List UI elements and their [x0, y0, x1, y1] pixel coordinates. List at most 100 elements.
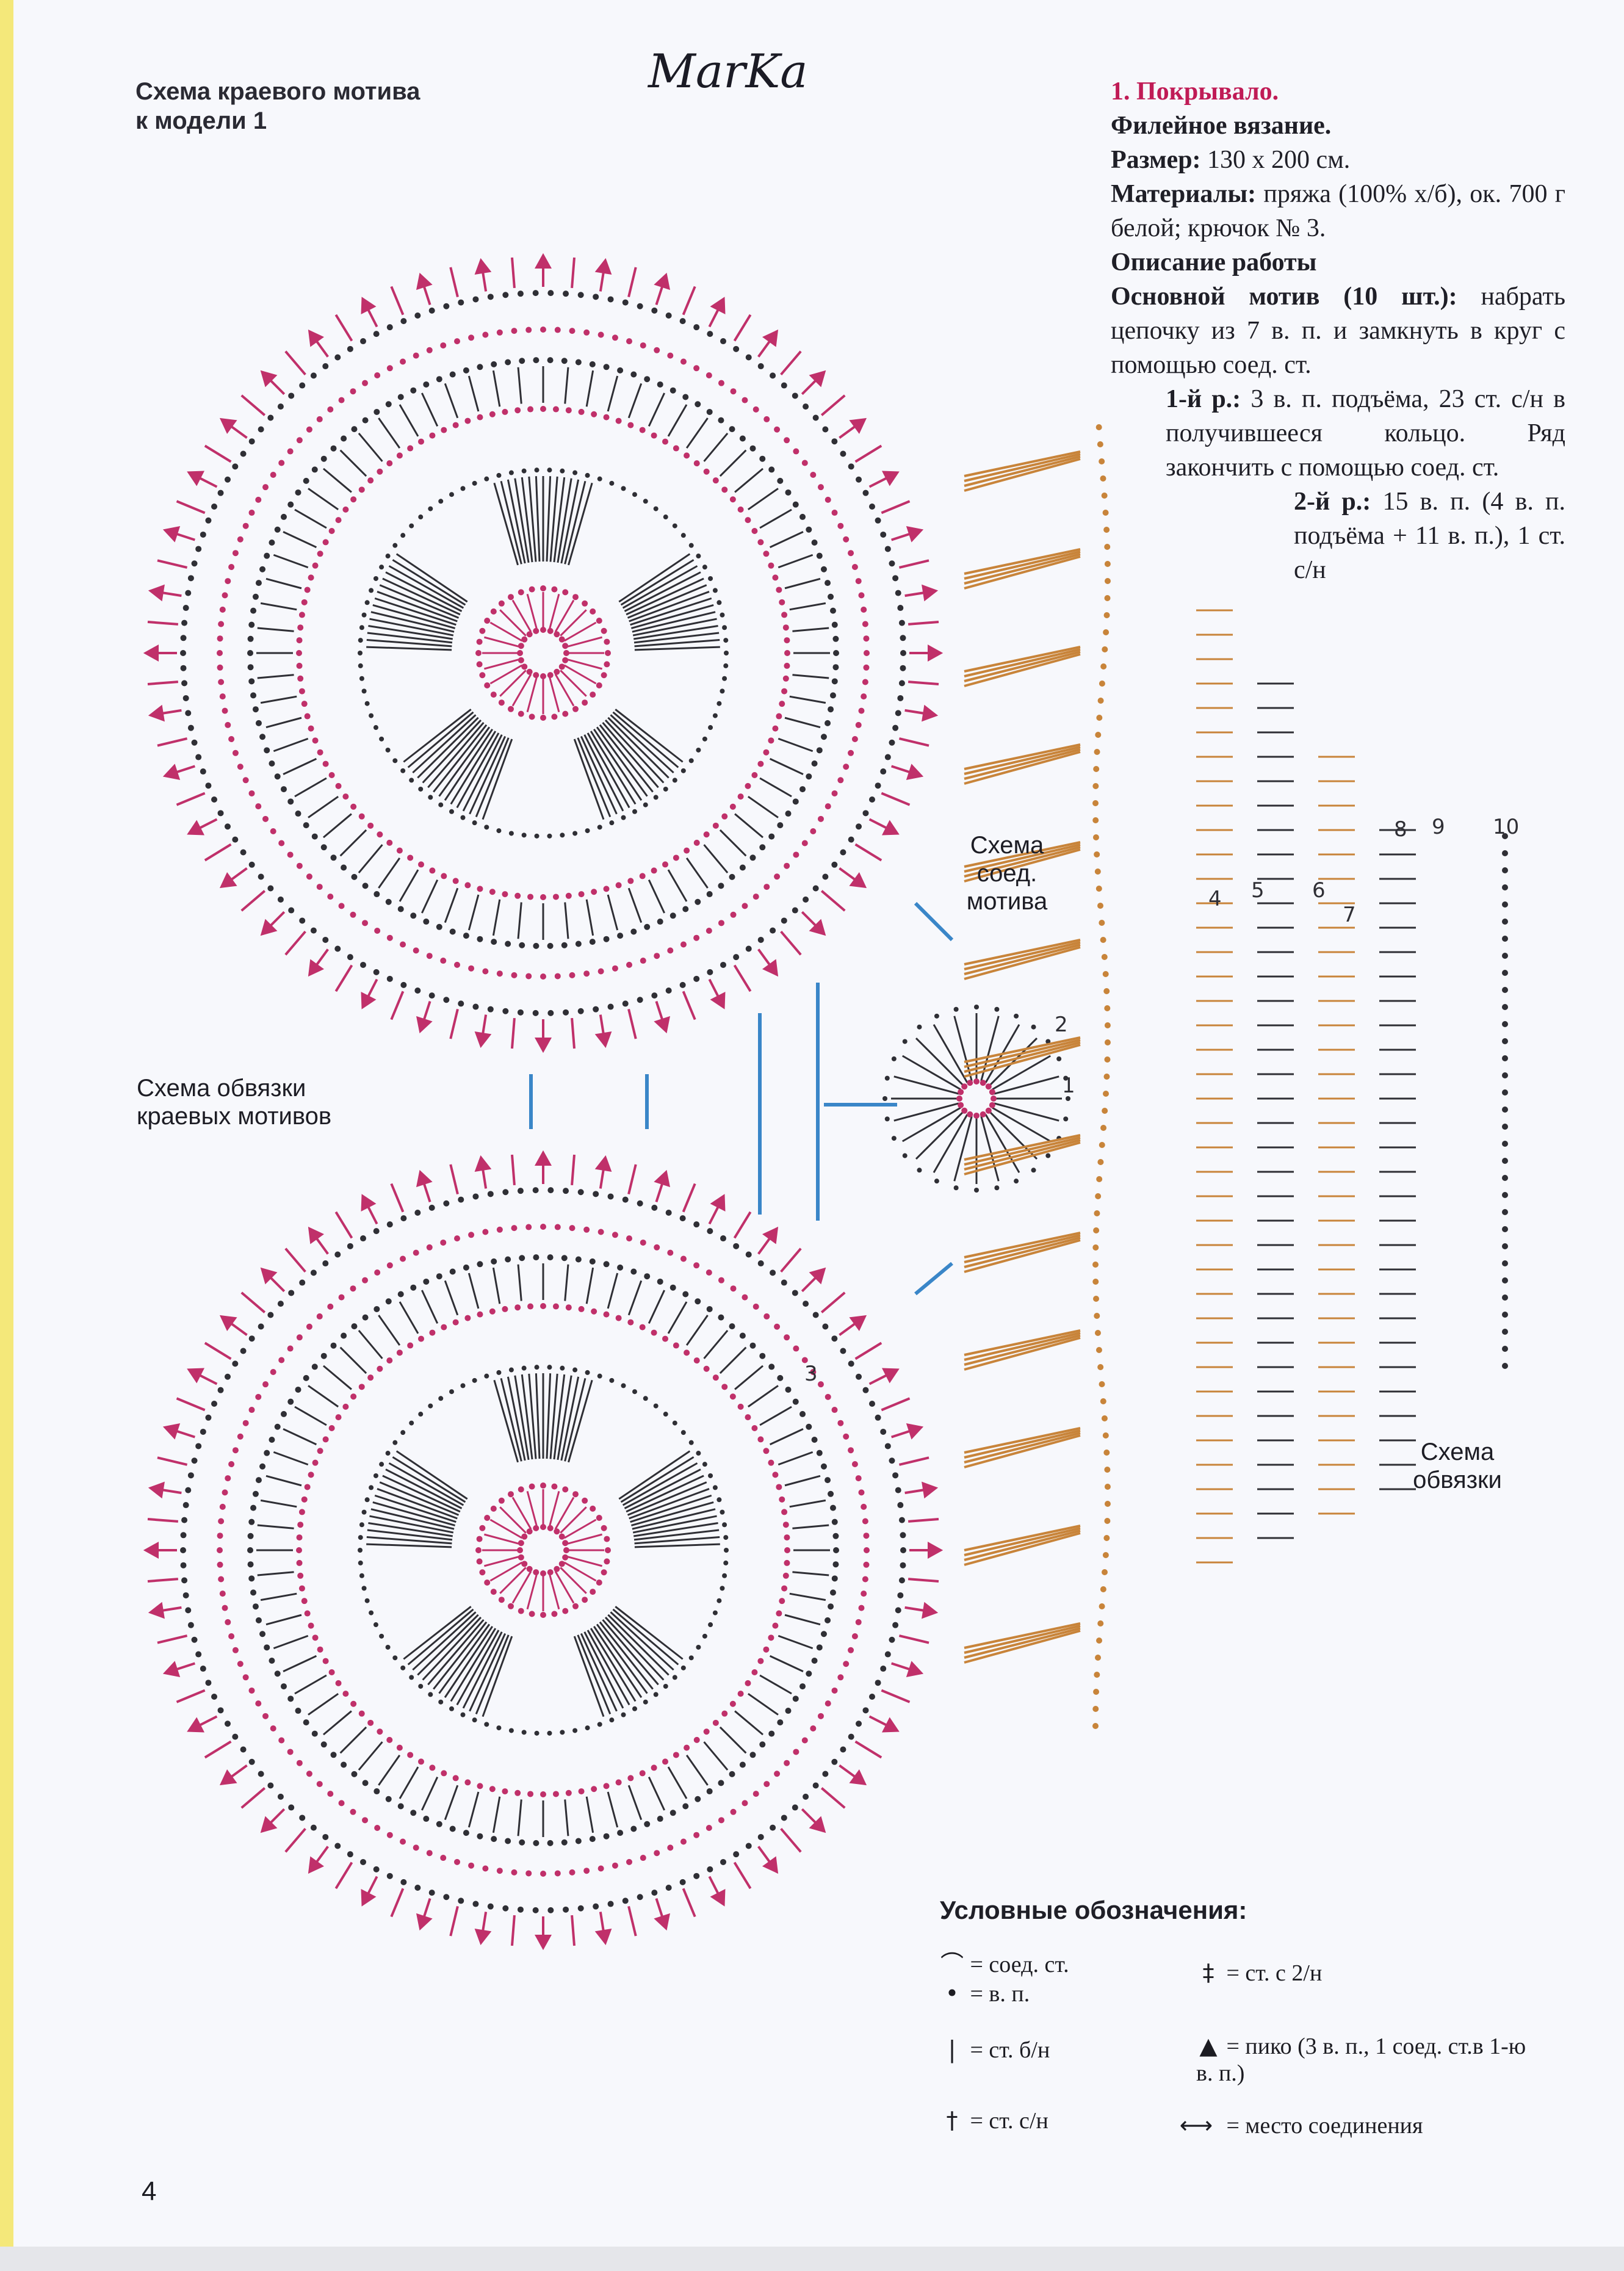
join-motif-outer-chain: [1056, 1056, 1062, 1061]
top-motif-center-ring: [605, 650, 611, 656]
bottom-motif-outer-chain: [248, 1575, 255, 1582]
top-motif-petal-stitch: [629, 591, 710, 623]
bottom-motif-outer-pink-chain: [817, 1381, 824, 1388]
bottom-motif-mid-chain: [662, 1335, 668, 1342]
bottom-motif-center-chain: [554, 1565, 560, 1572]
bottom-motif-outer-pink-chain: [316, 1313, 323, 1320]
top-motif-fringe: [908, 681, 939, 685]
binding-outer-chain: [1502, 901, 1508, 908]
top-motif-center-stitch: [511, 673, 532, 707]
top-motif-mid-chain: [565, 407, 572, 414]
binding-chain: [1097, 1159, 1104, 1165]
top-motif-petal-stitch: [385, 571, 463, 612]
top-motif-edge-chain: [831, 861, 838, 868]
top-motif-center-ring: [572, 594, 579, 601]
bottom-motif-edge-chain: [211, 1401, 218, 1407]
bottom-motif-mid-chain: [441, 1324, 447, 1330]
top-motif-mid-stitch: [667, 869, 688, 902]
bottom-motif-edge-chain: [892, 1622, 899, 1628]
bottom-motif-center-chain: [518, 1554, 524, 1561]
bottom-motif-petal-chain: [597, 1373, 602, 1379]
bottom-motif-mid-stitch: [769, 1428, 804, 1446]
bottom-motif-outer-chain: [820, 1463, 827, 1470]
legend-text: = ст. с/н: [970, 2108, 1048, 2134]
bottom-motif-mid-chain: [578, 1788, 585, 1795]
binding-chain: [1103, 988, 1110, 994]
bottom-motif-fringe: [480, 1912, 488, 1943]
bottom-motif-petal-chain: [643, 1699, 648, 1705]
bottom-motif-mid-chain: [603, 1783, 610, 1789]
bottom-motif-fringe: [176, 1397, 206, 1412]
top-motif-mid-chain: [729, 496, 736, 503]
bottom-motif-outer-pink-chain: [680, 1838, 687, 1845]
join-motif-stitch: [893, 1075, 959, 1095]
bottom-motif-outer-pink-chain: [706, 1269, 712, 1276]
bottom-motif-mid-stitch: [607, 1273, 619, 1309]
bottom-motif-mid-chain: [298, 1585, 305, 1592]
bottom-motif-edge-chain: [848, 1733, 854, 1740]
top-motif-edge-chain: [187, 575, 194, 582]
bottom-motif-outer-pink-chain: [855, 1619, 862, 1625]
bottom-motif-petal-chain: [723, 1560, 729, 1565]
bottom-motif-outer-pink-chain: [525, 1224, 532, 1230]
bottom-motif-petal-chain: [663, 1412, 668, 1417]
top-motif-center-stitch: [499, 609, 527, 637]
top-motif-petal-chain: [597, 825, 602, 830]
top-motif-mid-chain: [312, 737, 319, 744]
bottom-motif-edge-chain: [803, 1301, 809, 1307]
bottom-motif-petal-chain: [663, 1683, 668, 1689]
top-motif-outer-pink-chain: [374, 372, 381, 379]
top-motif-center-chain: [518, 643, 524, 649]
top-motif-edge-chain: [277, 403, 284, 410]
top-motif-edge-chain: [240, 849, 247, 856]
top-motif-mid-stitch: [627, 383, 643, 419]
top-motif-mid-chain: [350, 496, 357, 503]
bottom-motif-outer-chain: [519, 1839, 525, 1846]
bottom-motif-petal-chain: [364, 1598, 370, 1603]
top-motif-outer-pink-chain: [554, 973, 561, 980]
top-motif-outer-pink-chain: [831, 510, 838, 516]
top-motif-petal-chain: [688, 543, 694, 548]
top-motif-center-ring: [596, 618, 602, 624]
bottom-motif-outer-pink-chain: [454, 1235, 461, 1242]
bottom-motif-outer-chain: [436, 1273, 442, 1280]
bottom-motif-outer-chain: [768, 1730, 775, 1737]
bottom-motif-edge-chain: [862, 1707, 869, 1714]
bottom-motif-center-ring: [498, 1497, 505, 1504]
binding-chain: [1092, 783, 1099, 789]
top-motif-petal-stitch: [612, 711, 679, 768]
legend-text: = в. п.: [970, 1981, 1030, 2007]
top-motif-edge-chain: [400, 318, 407, 325]
bottom-motif-mid-stitch: [585, 1796, 594, 1833]
top-motif-edge-chain: [267, 885, 274, 892]
bottom-motif-center-stitch: [554, 1497, 575, 1530]
bottom-motif-outer-pink-chain: [752, 1791, 759, 1797]
bottom-motif-mid-chain: [651, 1329, 657, 1336]
top-motif-outer-chain: [423, 381, 430, 388]
bottom-motif-fringe: [309, 1228, 329, 1255]
bottom-motif-center-stitch: [499, 1506, 527, 1534]
top-motif-petal-stitch: [507, 479, 526, 564]
top-motif-mid-chain: [377, 831, 383, 838]
picot-symbol: ▲: [1199, 2032, 1218, 2059]
top-motif-center-ring: [484, 618, 491, 624]
bottom-motif-fringe: [854, 1341, 882, 1360]
top-motif-center-stitch: [499, 670, 527, 697]
bottom-motif-center-chain: [562, 1554, 569, 1561]
bottom-motif-edge-chain: [637, 1894, 643, 1901]
top-motif-edge-chain: [693, 975, 700, 982]
top-motif-mid-chain: [703, 468, 710, 475]
top-motif-petal-chain: [724, 651, 729, 655]
bottom-motif-edge-chain: [889, 1457, 895, 1464]
bottom-motif-outer-chain: [695, 1298, 701, 1305]
legend-item-chain: • = в. п.: [940, 1980, 1030, 2007]
bottom-motif-petal-chain: [484, 1373, 489, 1379]
bottom-motif-mid-chain: [729, 1393, 736, 1400]
bottom-motif-petal-stitch: [602, 1619, 659, 1686]
top-motif-fringe: [147, 681, 179, 685]
top-motif-petal-chain: [585, 828, 590, 834]
top-motif-mid-chain: [639, 873, 646, 879]
top-motif-outer-pink-chain: [454, 961, 461, 968]
top-motif-outer-chain: [330, 445, 337, 452]
bottom-motif-petal-stitch: [482, 1636, 513, 1717]
